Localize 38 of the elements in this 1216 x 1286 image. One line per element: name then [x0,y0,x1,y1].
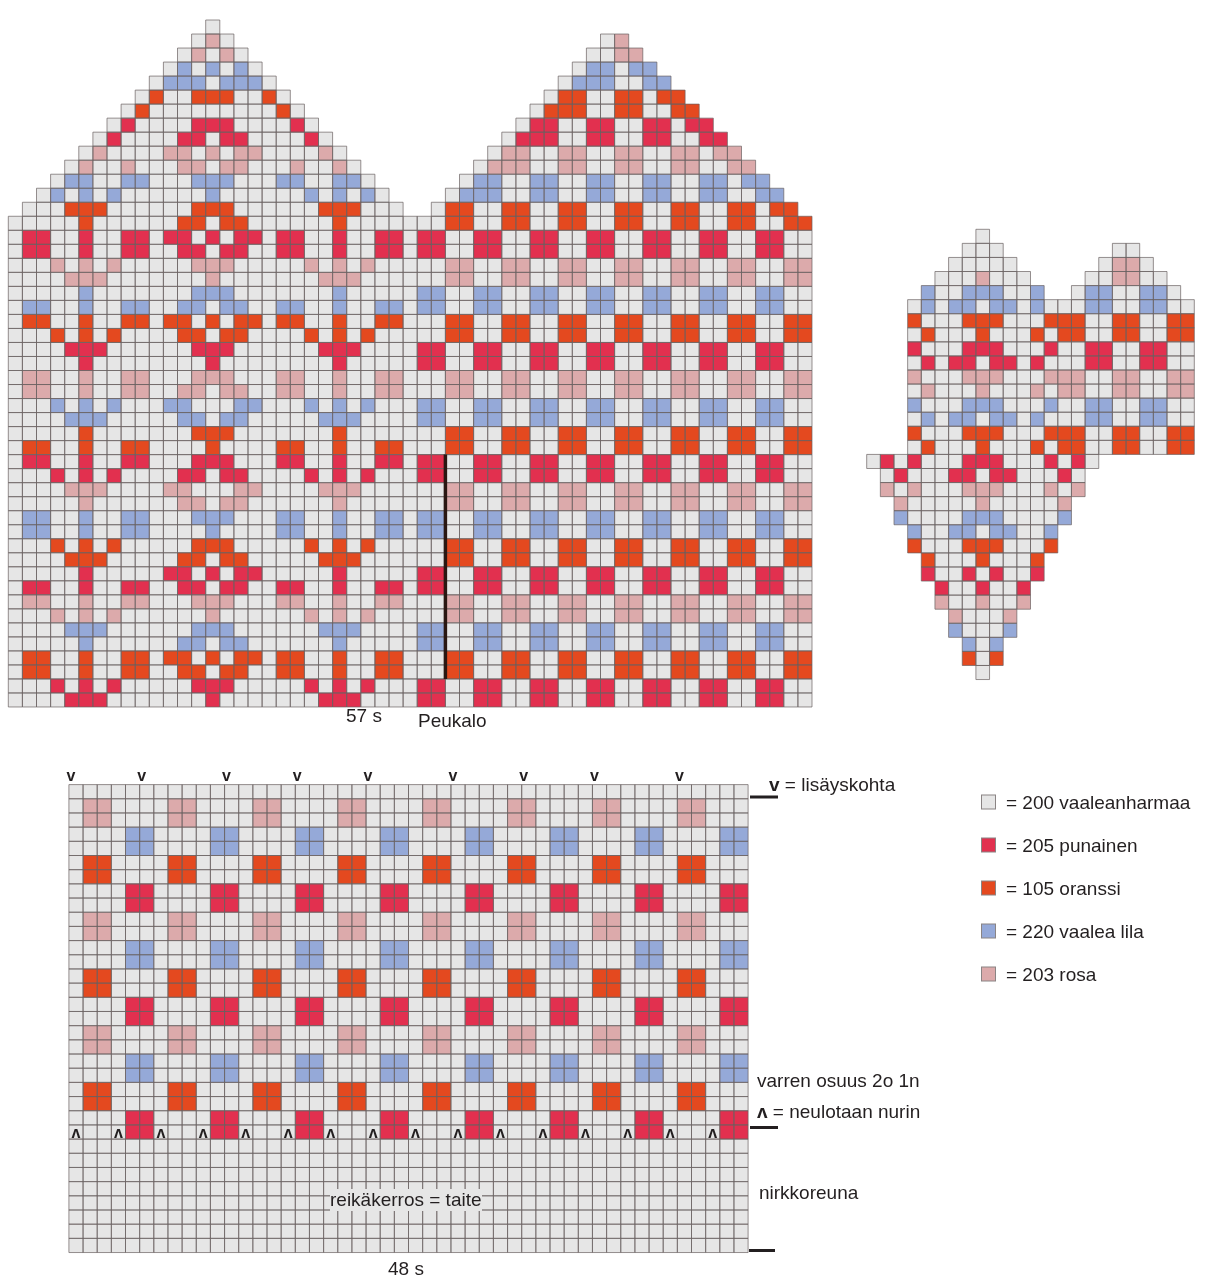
chart-symbol: ʌ [538,1125,548,1141]
stitch-count: 48 s [388,1258,424,1280]
chart-symbol: v [292,768,302,784]
chart-symbol: ʌ [241,1125,251,1141]
chart-symbol: ʌ [368,1125,378,1141]
chart-label: varren osuus 2o 1n [757,1070,920,1092]
chart-symbol: v [66,768,76,784]
legend-label: = 205 punainen [1006,835,1138,857]
chart-symbol: v [137,768,147,784]
chart-symbol: ʌ [71,1125,81,1141]
chart-symbol: ʌ [198,1125,208,1141]
chart-symbol: ʌ [496,1125,505,1141]
legend-label: = 220 vaalea lila [1006,921,1144,943]
chart-symbol: v [590,768,599,784]
chart-symbol: v [222,768,231,784]
chart-symbol: ʌ [453,1125,463,1141]
stitch-count: 57 s [346,705,382,727]
chart-label: ʌ = neulotaan nurin [757,1101,921,1123]
chart-label: reikäkerros = taite [330,1189,482,1211]
chart-symbol: ʌ [580,1125,590,1141]
legend-label: = 203 rosa [1006,964,1097,986]
chart-symbol: ʌ [156,1125,166,1141]
chart-symbol: ʌ [411,1125,420,1141]
chart-label: nirkkoreuna [759,1182,859,1204]
chart-symbol: ʌ [113,1125,123,1141]
legend-label: = 105 oranssi [1006,878,1121,900]
chart-symbol: ʌ [326,1125,336,1141]
chart-symbol: v [448,768,458,784]
chart-symbol: ʌ [623,1125,633,1141]
chart-symbol: ʌ [665,1125,675,1141]
chart-label: Peukalo [418,710,487,732]
chart-symbol: v [363,768,373,784]
chart-symbol: ʌ [283,1125,293,1141]
chart-symbol: v [519,768,529,784]
chart-symbol: ʌ [708,1125,718,1141]
chart-symbol: v [674,768,684,784]
legend-label: = 200 vaaleanharmaa [1006,792,1191,814]
chart-label: v = lisäyskohta [769,774,896,796]
